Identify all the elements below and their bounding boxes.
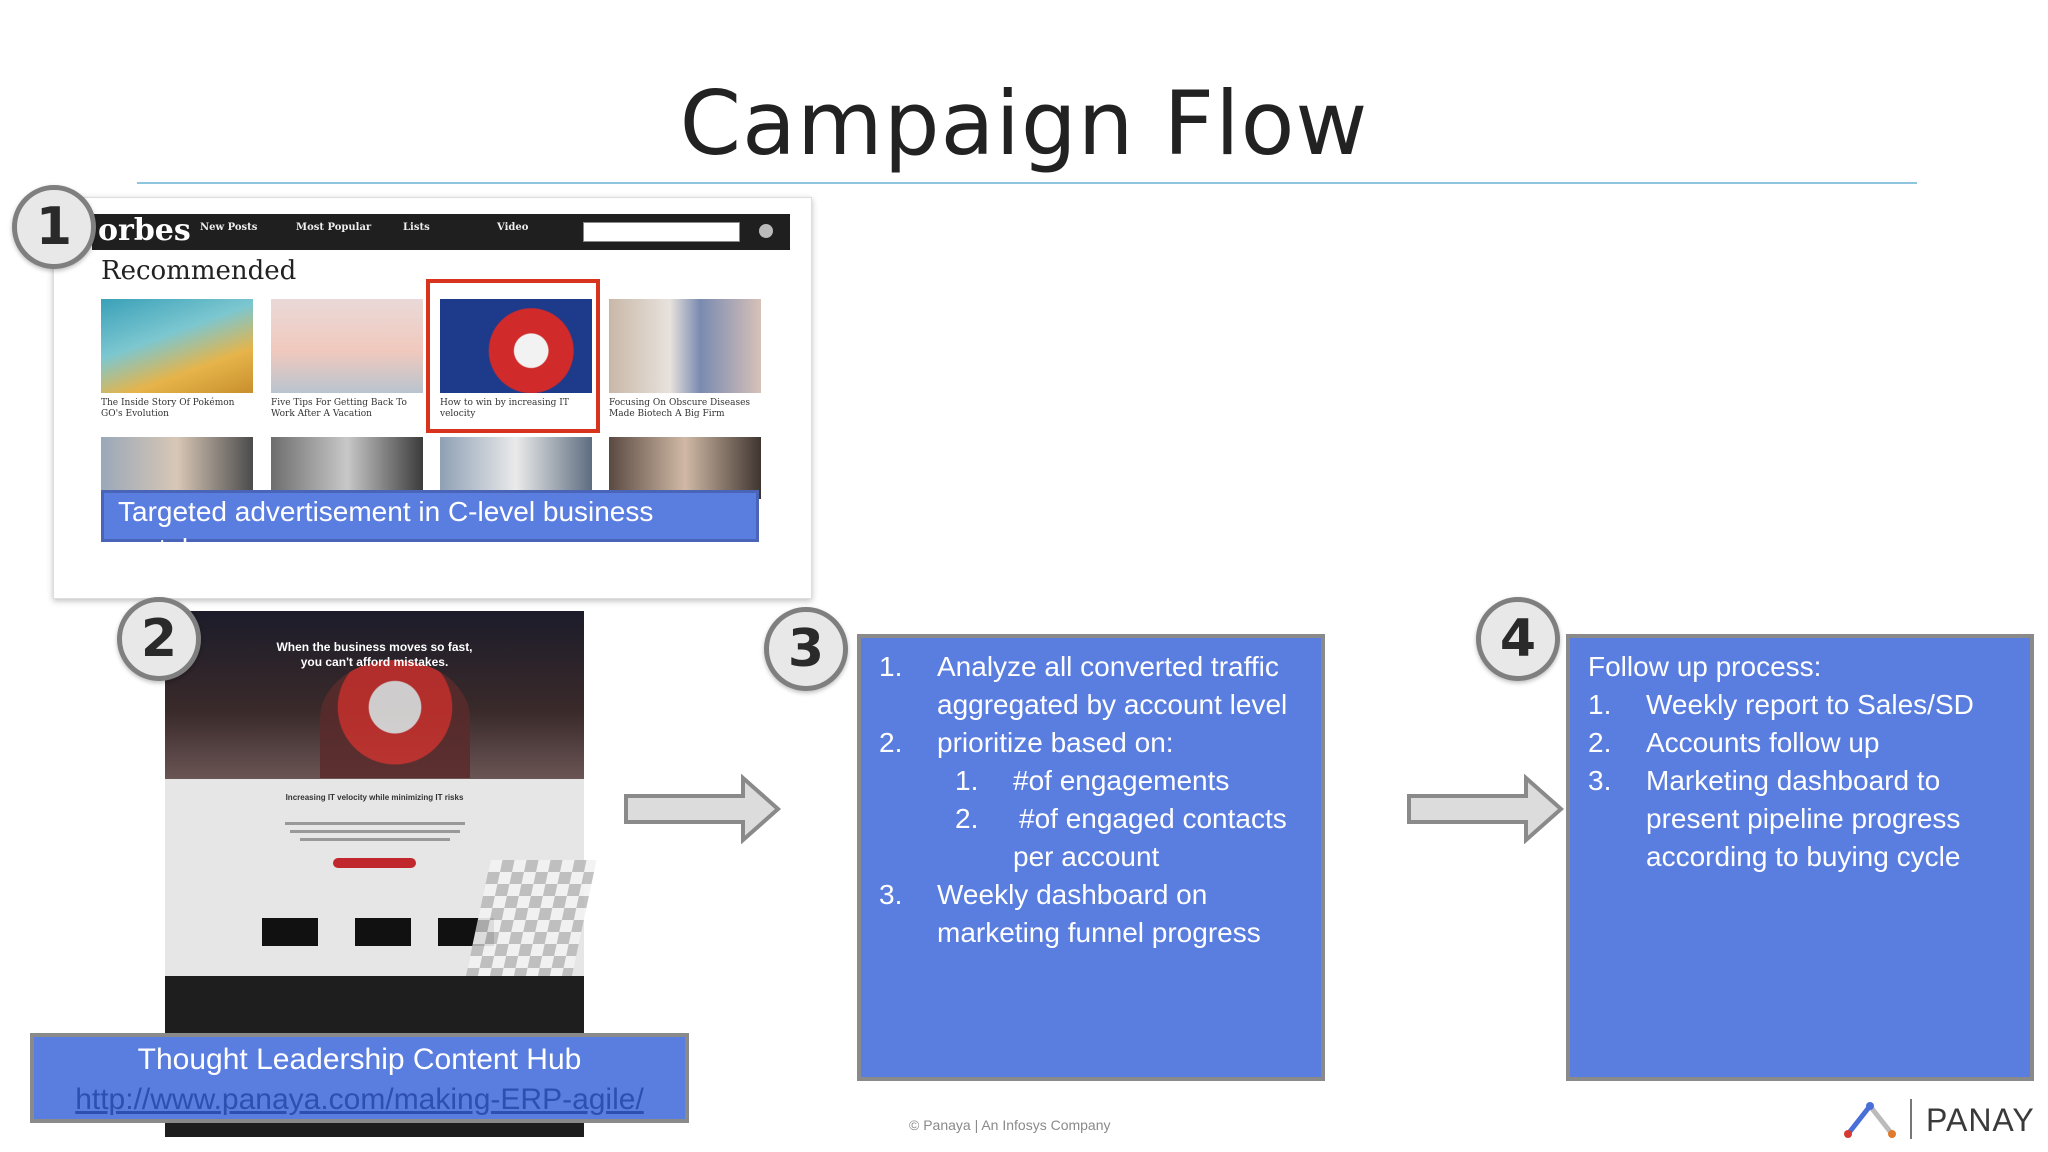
nav-item-most-popular: Most Popular bbox=[296, 222, 372, 233]
text-line bbox=[290, 830, 460, 833]
article-caption: Five Tips For Getting Back To Work After… bbox=[271, 398, 407, 419]
list-item: Weekly report to Sales/SD bbox=[1646, 689, 1974, 720]
forbes-logo: orbes bbox=[98, 213, 191, 248]
list-number: 2. bbox=[1588, 727, 1612, 758]
landing-subheading: Increasing IT velocity while minimizing … bbox=[285, 793, 464, 802]
list-number: 1. bbox=[879, 651, 903, 682]
article-caption: How to win by increasing IT velocity bbox=[440, 398, 569, 419]
list-item: #of engaged contacts bbox=[1019, 803, 1287, 834]
article-thumbnail bbox=[609, 299, 761, 393]
list-item: aggregated by account level bbox=[937, 689, 1288, 720]
article-thumbnail bbox=[101, 437, 253, 499]
logo-separator bbox=[1910, 1099, 1912, 1139]
content-hub-link[interactable]: http://www.panaya.com/making-ERP-agile/ bbox=[75, 1083, 644, 1116]
step-badge-2: 2 bbox=[117, 597, 201, 681]
arrow-right-icon bbox=[1407, 774, 1565, 844]
landing-icon bbox=[262, 918, 318, 946]
list-number: 1. bbox=[1588, 689, 1612, 720]
article-thumbnail bbox=[440, 299, 592, 393]
highlighted-ad-frame bbox=[426, 279, 600, 433]
list-item: prioritize based on: bbox=[937, 727, 1174, 758]
list-item: Weekly dashboard on bbox=[937, 879, 1208, 910]
step-badge-3: 3 bbox=[764, 607, 848, 691]
list-number: 1. bbox=[955, 765, 979, 796]
list-number: 3. bbox=[1588, 765, 1612, 796]
list-item: Accounts follow up bbox=[1646, 727, 1880, 758]
nav-item-lists: Lists bbox=[403, 222, 430, 233]
landing-hero-text: When the business moves so fast, you can… bbox=[165, 640, 584, 670]
list-number: 2. bbox=[879, 727, 903, 758]
landing-cta-button bbox=[333, 858, 416, 868]
landing-icon bbox=[355, 918, 411, 946]
article-caption: The Inside Story Of Pokémon GO's Evoluti… bbox=[101, 398, 235, 419]
article-thumbnail bbox=[609, 437, 761, 499]
list-item: Analyze all converted traffic bbox=[937, 651, 1279, 682]
panaya-brand-text: PANAY bbox=[1926, 1102, 2035, 1138]
arrow-right-icon bbox=[624, 774, 782, 844]
list-number: 2. bbox=[955, 803, 979, 834]
nav-item-video: Video bbox=[497, 222, 529, 233]
article-thumbnail bbox=[101, 299, 253, 393]
title-underline bbox=[137, 182, 1917, 184]
nav-item-new-posts: New Posts bbox=[200, 222, 258, 233]
panel2-label: Thought Leadership Content Hub http://ww… bbox=[30, 1033, 689, 1123]
step-badge-1: 1 bbox=[12, 185, 96, 269]
article-caption: Focusing On Obscure Diseases Made Biotec… bbox=[609, 398, 751, 419]
forbes-search-input bbox=[583, 222, 740, 242]
list-item: present pipeline progress bbox=[1646, 803, 1961, 834]
text-line bbox=[300, 838, 450, 841]
recommended-heading: Recommended bbox=[101, 256, 297, 286]
copyright-text: © Panaya | An Infosys Company bbox=[909, 1117, 1111, 1133]
astronaut-image bbox=[320, 660, 470, 778]
article-thumbnail bbox=[271, 437, 423, 499]
hero-line-2: you can't afford mistakes. bbox=[300, 655, 449, 669]
article-thumbnail bbox=[440, 437, 592, 499]
list-item: Marketing dashboard to bbox=[1646, 765, 1941, 796]
hero-line-1: When the business moves so fast, bbox=[276, 640, 473, 654]
list-item: per account bbox=[1013, 841, 1160, 872]
list-item: according to buying cycle bbox=[1646, 841, 1961, 872]
list-number: 3. bbox=[879, 879, 903, 910]
follow-up-box: Follow up process: 1. Weekly report to S… bbox=[1566, 634, 2034, 1081]
list-item: #of engagements bbox=[1013, 765, 1230, 796]
panel1-label: Targeted advertisement in C-level busine… bbox=[101, 490, 759, 564]
panaya-logo-icon bbox=[1844, 1102, 1896, 1138]
list-item: marketing funnel progress bbox=[937, 917, 1261, 948]
content-hub-title: Thought Leadership Content Hub bbox=[137, 1043, 582, 1076]
text-line bbox=[285, 822, 465, 825]
slide-title: Campaign Flow bbox=[679, 72, 1369, 175]
analysis-steps-box: 1. Analyze all converted traffic aggrega… bbox=[857, 634, 1325, 1081]
article-thumbnail bbox=[271, 299, 423, 393]
follow-up-heading: Follow up process: bbox=[1588, 651, 1822, 682]
step-badge-4: 4 bbox=[1476, 597, 1560, 681]
user-icon bbox=[759, 224, 773, 238]
